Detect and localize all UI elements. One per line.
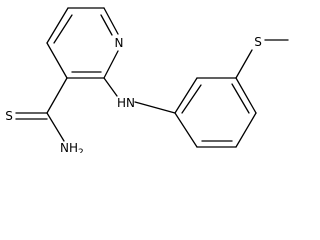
molecule-drawing: N S HN S NH2 xyxy=(5,7,289,153)
amide-nh: NH xyxy=(60,141,78,153)
bond-p4-p5-inner xyxy=(231,83,250,114)
amine-label: HN xyxy=(117,96,135,110)
bond-p4-p5 xyxy=(235,77,257,114)
methylthio-group xyxy=(235,39,289,79)
bond-ring-nh xyxy=(103,77,118,97)
bond-n-c2 xyxy=(103,7,119,35)
bond-c4-c5-inner xyxy=(53,14,73,44)
amide-subscript: 2 xyxy=(78,148,84,153)
structure-diagram: N S HN S NH2 xyxy=(5,7,289,153)
bond-c4-c5 xyxy=(46,7,69,44)
bond-n-c2-inner xyxy=(100,14,113,36)
bond-p1-p2 xyxy=(174,112,198,148)
bond-ring-s xyxy=(235,49,253,79)
amide-nitrogen-label: NH2 xyxy=(60,141,84,153)
thioamide-sulfur-label: S xyxy=(5,109,13,123)
bond-p6-p1 xyxy=(174,77,198,114)
bond-c-n xyxy=(46,112,65,142)
phenyl-ring xyxy=(174,77,257,148)
bond-p6-p1-inner xyxy=(181,84,202,114)
bond-c1-n xyxy=(103,50,119,79)
thioamide-group xyxy=(15,77,68,142)
amine-link xyxy=(103,77,176,114)
bond-ring-carbon xyxy=(46,77,68,114)
bond-c5-c6 xyxy=(46,42,68,79)
pyridine-ring xyxy=(46,7,119,79)
thioether-sulfur-label: S xyxy=(254,35,262,49)
ring-nitrogen-label: N xyxy=(115,36,124,50)
bond-p3-p4 xyxy=(235,112,257,148)
bond-nh-phenyl xyxy=(134,101,176,114)
